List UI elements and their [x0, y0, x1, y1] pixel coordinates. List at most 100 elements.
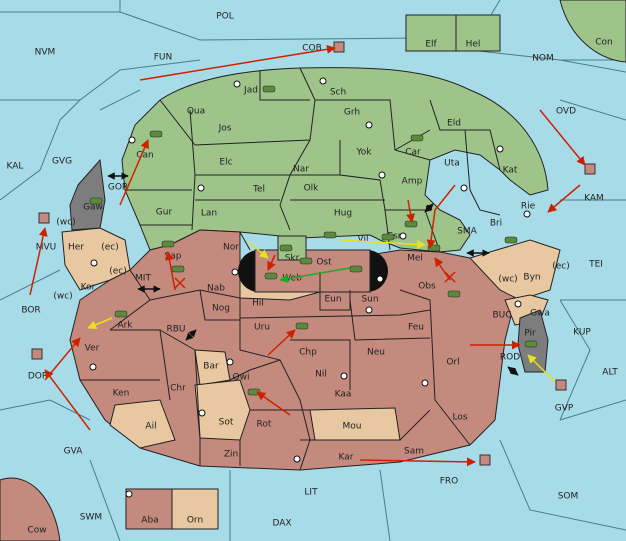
neutral-ail — [109, 399, 176, 449]
svg-text:Zin: Zin — [224, 450, 238, 460]
svg-text:Sot: Sot — [219, 418, 234, 428]
svg-text:Feu: Feu — [408, 323, 424, 333]
label-buc: BUC — [492, 311, 511, 321]
svg-text:Can: Can — [136, 151, 154, 161]
svg-text:Grh: Grh — [344, 108, 360, 118]
svg-text:Sch: Sch — [330, 88, 346, 98]
island-aba — [125, 488, 173, 530]
svg-text:Orl: Orl — [446, 358, 459, 368]
svg-text:(ec): (ec) — [109, 267, 127, 277]
svg-text:(wc): (wc) — [498, 275, 517, 285]
svg-text:Sap: Sap — [165, 252, 182, 262]
label-swm: SWM — [80, 513, 102, 523]
svg-text:Kat: Kat — [503, 166, 518, 176]
label-gvg: GVG — [52, 157, 72, 167]
label-ovd: OVD — [556, 107, 576, 117]
svg-text:Hug: Hug — [334, 209, 352, 219]
label-dor: DOR — [28, 372, 48, 382]
label-gvp: GVP — [555, 404, 574, 414]
label-tei: TEI — [588, 260, 603, 270]
svg-text:Cow: Cow — [27, 526, 46, 536]
province-borders — [80, 67, 501, 471]
label-kal: KAL — [7, 162, 24, 172]
label-rbu: RBU — [166, 325, 185, 335]
label-mit: MIT — [135, 274, 151, 284]
label-sma: SMA — [457, 227, 477, 237]
island-orn — [171, 488, 219, 530]
svg-text:Pir: Pir — [524, 329, 536, 339]
neutral-her — [61, 227, 131, 291]
units — [31, 41, 596, 466]
label-fun: FUN — [154, 53, 173, 63]
svg-text:Chr: Chr — [170, 384, 186, 394]
svg-text:Chp: Chp — [299, 348, 317, 358]
svg-text:Con: Con — [595, 38, 613, 48]
svg-text:Nar: Nar — [293, 165, 309, 175]
svg-text:Lan: Lan — [201, 209, 217, 219]
supply-centers — [89, 77, 531, 498]
svg-text:Rie: Rie — [521, 202, 536, 212]
label-fro: FRO — [440, 477, 459, 487]
island-hel — [455, 14, 501, 52]
svg-text:Kaa: Kaa — [335, 390, 352, 400]
order-arrows — [29, 44, 586, 467]
svg-text:Nog: Nog — [212, 304, 230, 314]
svg-text:(ec): (ec) — [101, 243, 119, 253]
label-alt: ALT — [602, 368, 618, 378]
svg-text:Ver: Ver — [85, 344, 100, 354]
svg-text:Skr: Skr — [285, 254, 300, 264]
svg-text:Elc: Elc — [219, 158, 232, 168]
svg-text:Ail: Ail — [145, 422, 156, 432]
land-labels: Elf Hel Con Jad Sch Qua Jos Grh Eld Can … — [27, 38, 612, 536]
label-rod: ROD — [500, 353, 520, 363]
svg-text:Nor: Nor — [223, 243, 239, 253]
failed-orders — [174, 271, 456, 289]
svg-text:Eld: Eld — [447, 119, 461, 129]
fleet-marker — [31, 41, 596, 466]
green-territory — [121, 67, 549, 253]
svg-text:Nab: Nab — [207, 284, 225, 294]
svg-text:Kor: Kor — [81, 283, 96, 293]
svg-text:Jos: Jos — [218, 124, 232, 134]
svg-text:Hel: Hel — [466, 40, 481, 50]
svg-text:Gwa: Gwa — [530, 309, 550, 319]
svg-text:Mel: Mel — [407, 254, 423, 264]
svg-text:Sun: Sun — [361, 295, 378, 305]
svg-text:(wc): (wc) — [56, 218, 75, 228]
label-nom: NOM — [532, 54, 554, 64]
svg-text:Vil: Vil — [358, 235, 369, 245]
army-unit — [89, 85, 538, 396]
svg-text:Her: Her — [68, 243, 84, 253]
svg-text:Bar: Bar — [203, 362, 219, 372]
svg-text:Kar: Kar — [339, 453, 354, 463]
label-nvm: NVM — [35, 48, 56, 58]
label-kup: KUP — [573, 328, 591, 338]
svg-text:Qua: Qua — [187, 107, 205, 117]
svg-text:Obs: Obs — [418, 282, 436, 292]
label-bor: BOR — [21, 306, 40, 316]
label-cob: COB — [302, 44, 322, 54]
sea-labels: POL NVM FUN COB NOM OVD KAL GVG KAM TEI … — [7, 12, 619, 529]
svg-text:Uta: Uta — [444, 159, 460, 169]
svg-text:Hil: Hil — [252, 299, 264, 309]
label-som: SOM — [558, 492, 579, 502]
svg-text:Tel: Tel — [252, 185, 265, 195]
svg-text:Aba: Aba — [141, 516, 158, 526]
svg-text:Ost: Ost — [316, 258, 332, 268]
svg-text:Byn: Byn — [523, 273, 540, 283]
svg-text:Ken: Ken — [113, 389, 130, 399]
svg-text:Mou: Mou — [343, 422, 362, 432]
label-gor: GOR — [108, 183, 128, 193]
svg-text:Rot: Rot — [257, 420, 272, 430]
svg-text:Sam: Sam — [404, 447, 424, 457]
svg-text:Esm: Esm — [387, 232, 406, 242]
svg-text:Yok: Yok — [355, 148, 372, 158]
label-kam: KAM — [584, 194, 604, 204]
svg-text:Ark: Ark — [117, 321, 133, 331]
svg-text:Amp: Amp — [402, 177, 423, 187]
svg-text:Elf: Elf — [425, 40, 437, 50]
neutral-byn — [469, 239, 561, 301]
label-dax: DAX — [272, 519, 291, 529]
svg-text:Car: Car — [405, 148, 421, 158]
